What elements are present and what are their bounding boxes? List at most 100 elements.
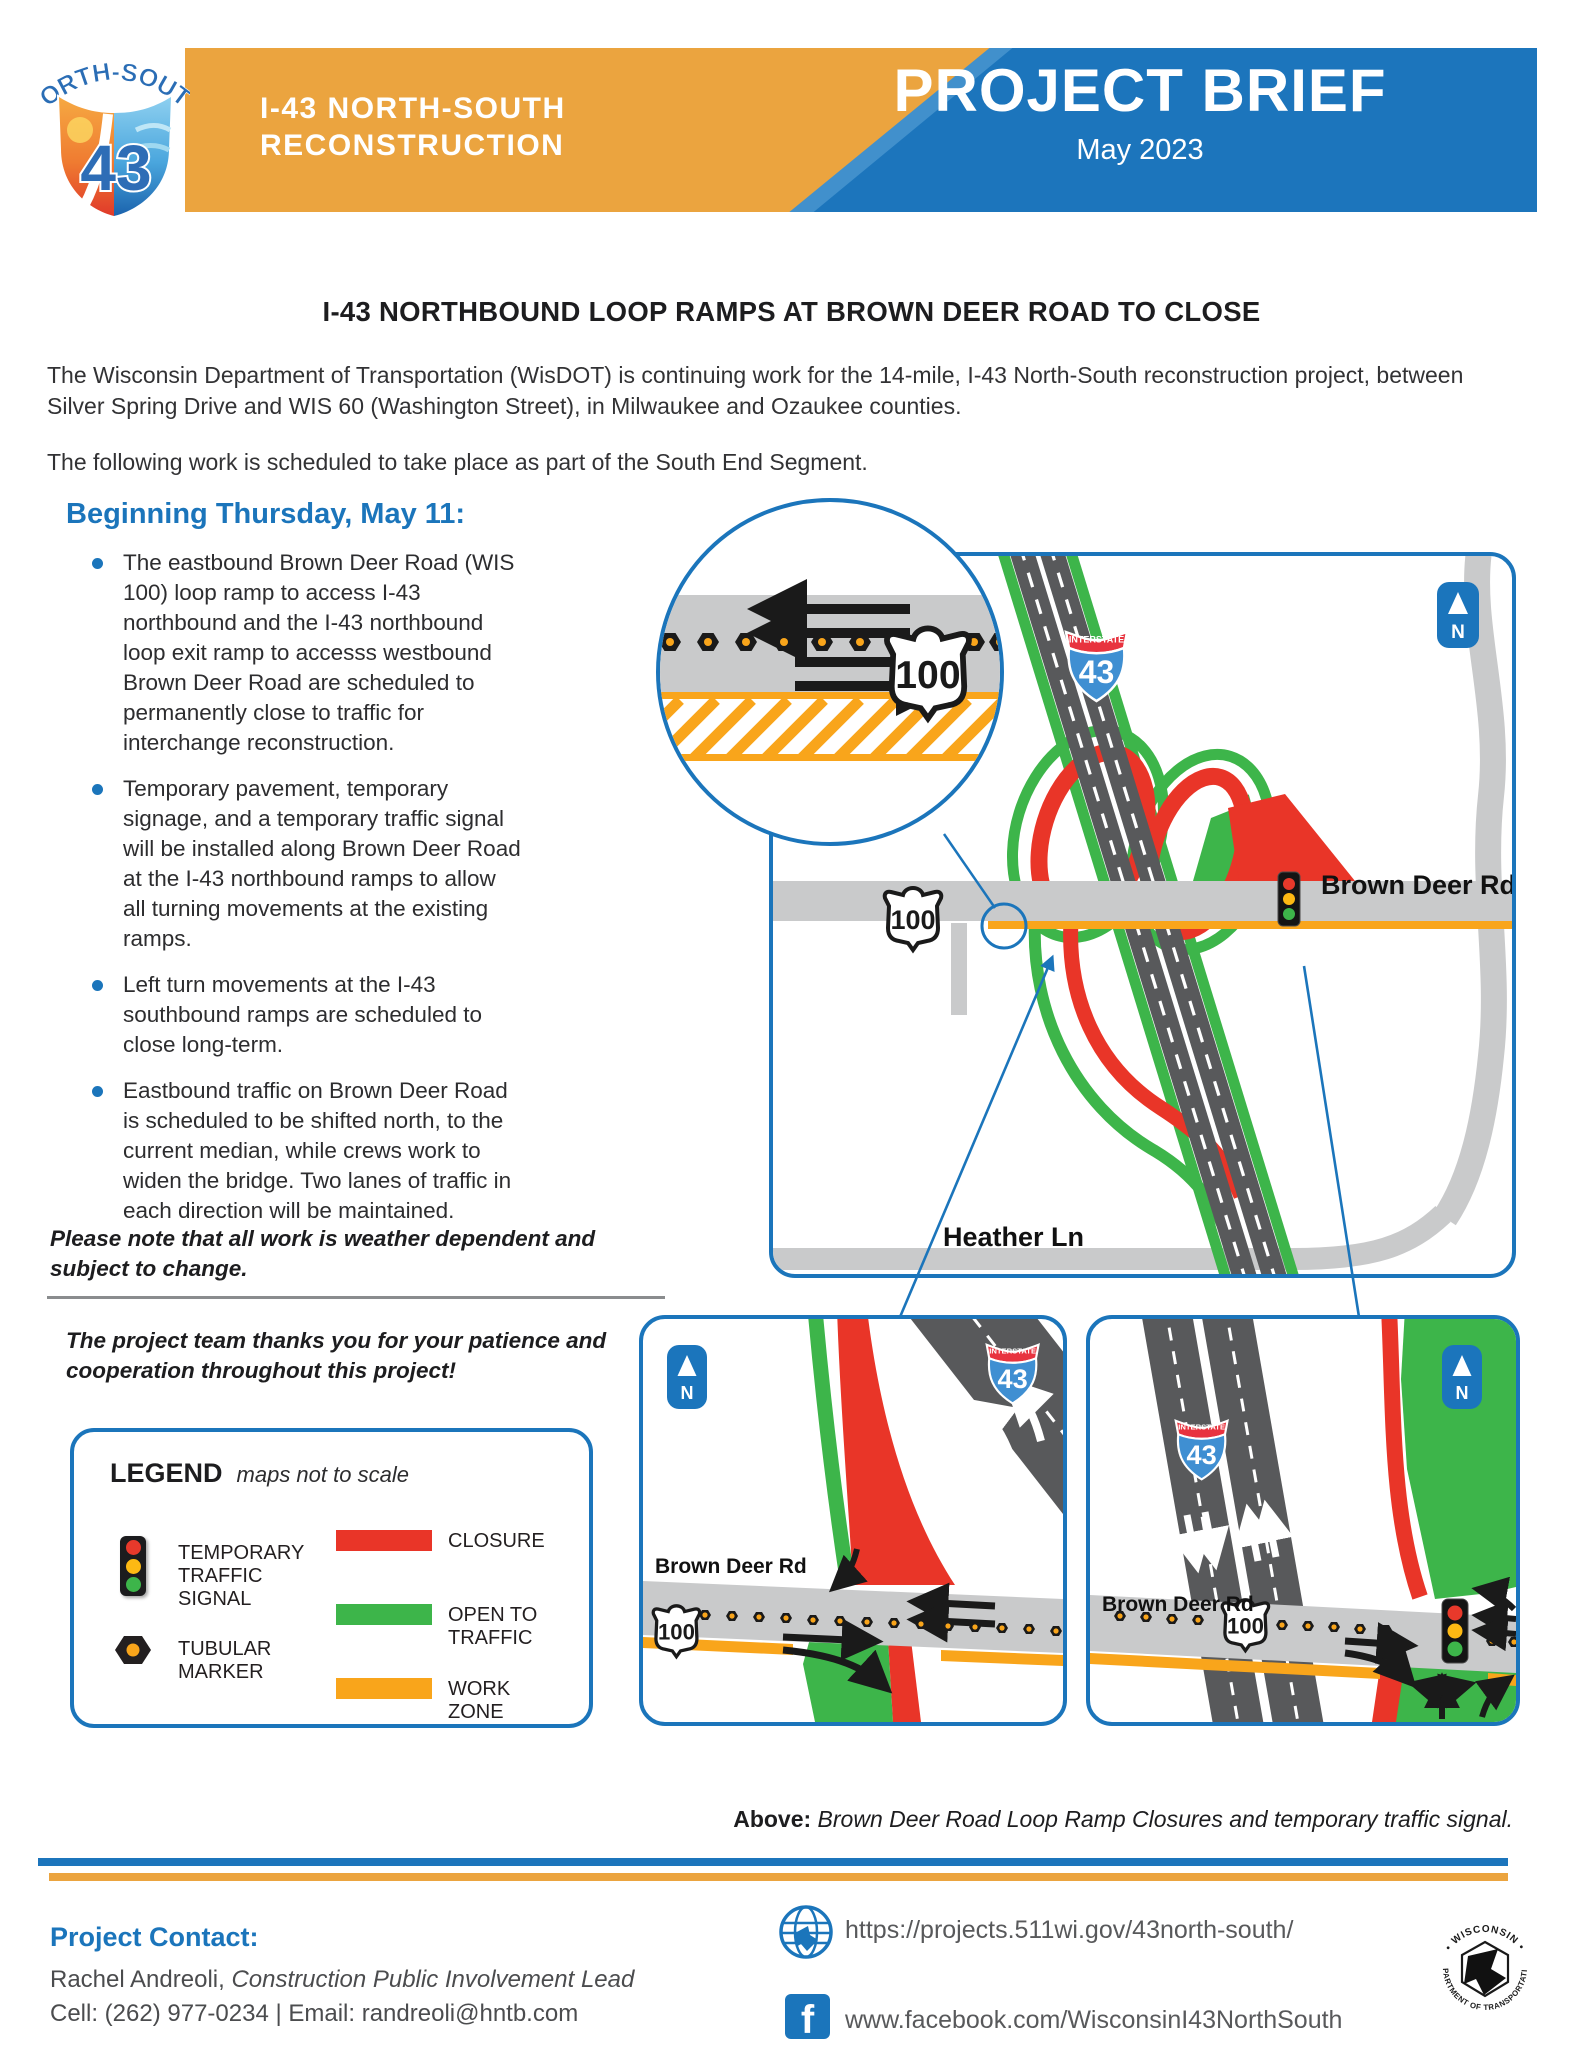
- list-item: Temporary pavement, temporary signage, a…: [92, 774, 532, 954]
- list-item: The eastbound Brown Deer Road (WIS 100) …: [92, 548, 532, 758]
- bullet-icon: [92, 1086, 103, 1097]
- traffic-signal-icon: [1441, 1598, 1469, 1664]
- tubular-marker-icon: [115, 1636, 151, 1664]
- contact-phone-email[interactable]: Cell: (262) 977-0234 | Email: randreoli@…: [50, 2000, 579, 2027]
- logo-shield-number: 43: [80, 132, 151, 204]
- magnifier-detail: 100: [656, 498, 1004, 846]
- heather-ln-road: [773, 1205, 1451, 1270]
- svg-text:N: N: [1451, 622, 1465, 643]
- brief-date: May 2023: [1076, 134, 1204, 166]
- weather-note: Please note that all work is weather dep…: [50, 1226, 596, 1281]
- work-zone-hatch: [660, 699, 1000, 761]
- section-heading: Beginning Thursday, May 11:: [66, 498, 466, 530]
- contact-role: Construction Public Involvement Lead: [231, 1966, 635, 1993]
- bullet-icon: [92, 980, 103, 991]
- brown-deer-rd-label: Brown Deer Rd: [1321, 870, 1512, 900]
- facebook-icon: f: [785, 1994, 830, 2039]
- brown-deer-road: [643, 1581, 1063, 1653]
- closure-flare: [1228, 794, 1355, 881]
- north-arrow-icon: [677, 1355, 697, 1376]
- i43-shield: INTERSTATE 43: [1064, 630, 1129, 703]
- lane-arrows-icon: [1169, 1499, 1294, 1574]
- open-ramp: [1401, 1319, 1516, 1599]
- thanks-note: The project team thanks you for your pat…: [66, 1328, 607, 1383]
- svg-text:100: 100: [890, 905, 935, 935]
- legend-item-label: OPEN TO TRAFFIC: [448, 1604, 538, 1649]
- traffic-signal-icon: [120, 1536, 146, 1596]
- open-ramp: [808, 1319, 855, 1581]
- north-compass: N: [667, 1345, 707, 1409]
- page-title: I-43 NORTHBOUND LOOP RAMPS AT BROWN DEER…: [322, 296, 1261, 327]
- project-name-banner: I-43 NORTH-SOUTH RECONSTRUCTION: [260, 90, 566, 164]
- svg-text:INTERSTATE: INTERSTATE: [1069, 635, 1124, 645]
- bullet-text: Temporary pavement, temporary signage, a…: [123, 776, 521, 951]
- work-zone-stripe: [988, 921, 1512, 929]
- tubular-marker-row: [660, 633, 1000, 651]
- open-to-traffic-swatch: [336, 1604, 432, 1625]
- i43-freeway: [910, 1319, 1063, 1515]
- contact-name: Rachel Andreoli,: [50, 1966, 232, 1993]
- divider-rule: [47, 1296, 665, 1299]
- legend-title: LEGEND: [110, 1458, 223, 1488]
- bullet-icon: [92, 558, 103, 569]
- closure-swatch: [336, 1530, 432, 1551]
- magnifier-connector: [942, 833, 997, 909]
- intro-paragraph-1: The Wisconsin Department of Transportati…: [47, 362, 1464, 419]
- svg-text:43: 43: [1079, 654, 1115, 690]
- turn-arrow-icon: [828, 1548, 868, 1593]
- closure-ramp-south: [888, 1639, 921, 1722]
- svg-text:N: N: [681, 1383, 694, 1403]
- intro-paragraph-2: The following work is scheduled to take …: [47, 449, 868, 475]
- magnifier-source-circle: [980, 902, 1028, 950]
- work-zone-stripe: [1090, 1653, 1380, 1679]
- svg-text:100: 100: [658, 1619, 695, 1644]
- globe-icon: [779, 1905, 833, 1959]
- project-website-link[interactable]: https://projects.511wi.gov/43north-south…: [845, 1916, 1294, 1944]
- i43-shield: INTERSTATE 43: [985, 1343, 1040, 1405]
- bullet-icon: [92, 784, 103, 795]
- bullet-text: Left turn movements at the I-43 southbou…: [123, 972, 482, 1057]
- wis-100-shield: 100: [884, 625, 972, 724]
- ramp-fork-arrows-icon: [1407, 1672, 1515, 1719]
- map-caption: Above: Brown Deer Road Loop Ramp Closure…: [733, 1806, 1513, 1833]
- north-compass: N: [1437, 582, 1479, 648]
- svg-text:43: 43: [998, 1363, 1028, 1394]
- project-name-line2: RECONSTRUCTION: [260, 129, 565, 162]
- work-zone-stripe: [941, 1650, 1063, 1666]
- work-zone-edge: [660, 692, 1000, 699]
- svg-text:INTERSTATE: INTERSTATE: [1178, 1423, 1225, 1432]
- legend-item-label: TEMPORARY TRAFFIC SIGNAL: [178, 1542, 304, 1610]
- tubular-marker-row: [1114, 1611, 1516, 1647]
- svg-text:N: N: [1456, 1383, 1469, 1403]
- bullet-text: Eastbound traffic on Brown Deer Road is …: [123, 1078, 512, 1223]
- heather-ln-label: Heather Ln: [943, 1222, 1084, 1252]
- contact-heading: Project Contact:: [50, 1922, 259, 1952]
- work-zone-swatch: [336, 1678, 432, 1699]
- north-compass: N: [1442, 1345, 1482, 1409]
- traffic-signal-icon: [1277, 871, 1301, 927]
- wis-100-shield: 100: [1220, 1598, 1271, 1654]
- svg-text:43: 43: [1187, 1439, 1217, 1470]
- contact-name-line: Rachel Andreoli, Construction Public Inv…: [50, 1966, 634, 1994]
- wis-100-shield: 100: [651, 1604, 702, 1660]
- header-banner: [185, 48, 1537, 212]
- north-arrow-icon: [1452, 1355, 1472, 1376]
- brief-title: PROJECT BRIEF: [893, 57, 1387, 124]
- caption-text: Brown Deer Road Loop Ramp Closures and t…: [811, 1806, 1513, 1832]
- brown-deer-rd-label: Brown Deer Rd: [1102, 1593, 1254, 1616]
- side-street: [951, 923, 967, 1015]
- svg-text:INTERSTATE: INTERSTATE: [989, 1347, 1036, 1356]
- footer-divider-orange: [49, 1873, 1508, 1881]
- westbound-arrows-icon: [906, 1582, 996, 1643]
- work-items-list: The eastbound Brown Deer Road (WIS 100) …: [92, 548, 532, 1242]
- facebook-link[interactable]: www.facebook.com/WisconsinI43NorthSouth: [845, 2006, 1343, 2034]
- wis-100-shield: 100: [882, 885, 944, 954]
- inset-map-loop-closure: 100 INTERSTATE 43 N Brown Deer Rd: [639, 1315, 1067, 1726]
- i43-shield: INTERSTATE 43: [1174, 1419, 1229, 1481]
- footer-divider-blue: [38, 1858, 1508, 1866]
- inset-map-temporary-signal: 100 INTERSTATE 43 N Brown Deer Rd: [1086, 1315, 1520, 1726]
- project-name-line1: I-43 NORTH-SOUTH: [260, 92, 566, 125]
- svg-text:100: 100: [895, 654, 960, 697]
- svg-text:100: 100: [1227, 1613, 1264, 1638]
